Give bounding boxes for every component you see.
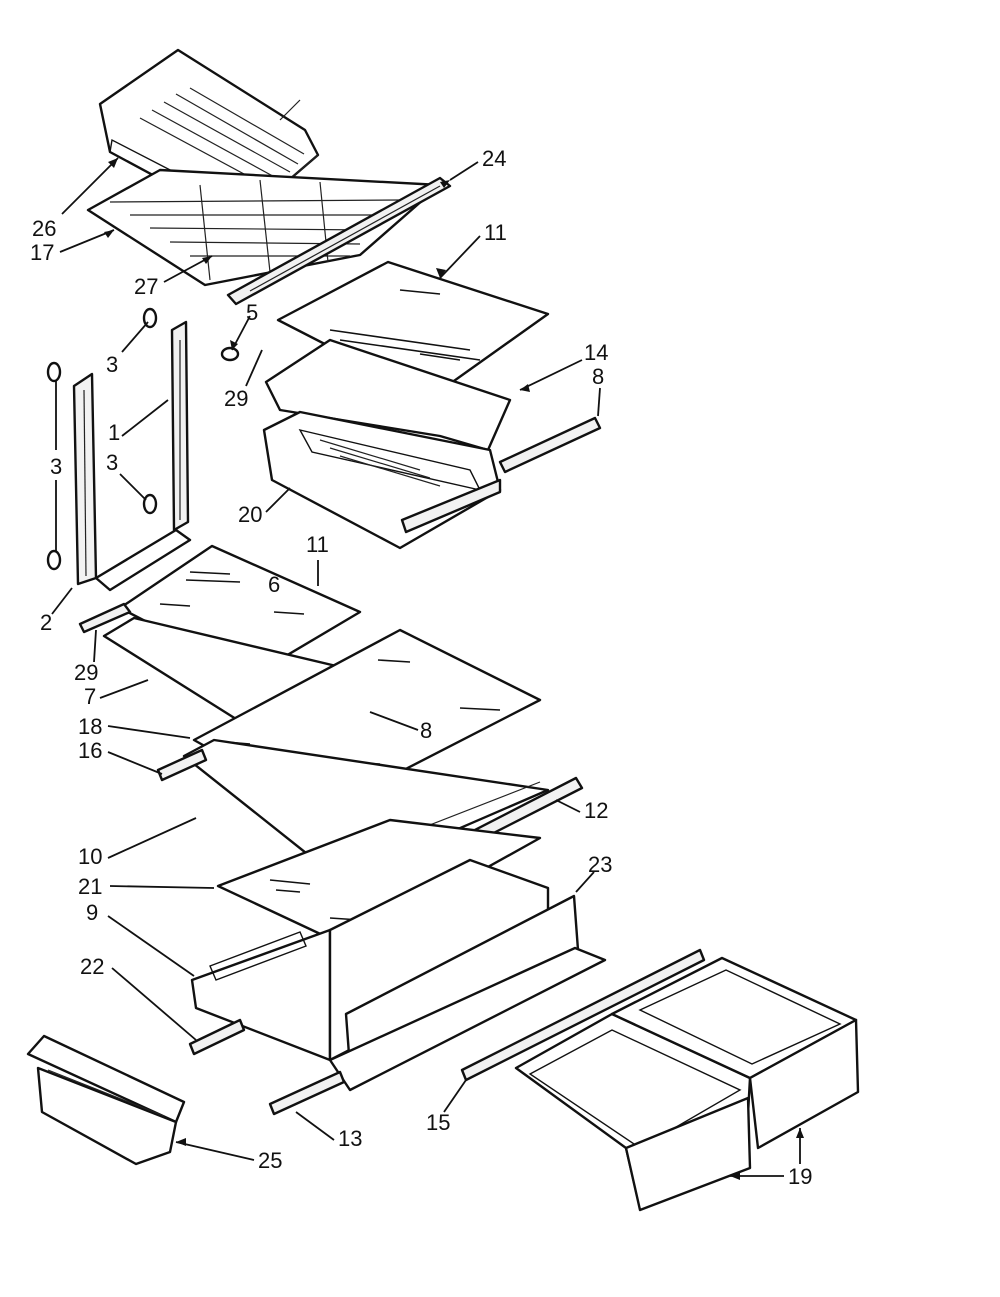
callout-22: 22 <box>80 954 104 979</box>
door-bin <box>26 1034 186 1166</box>
callout-20: 20 <box>238 502 262 527</box>
callout-18: 18 <box>78 714 102 739</box>
callout-9: 9 <box>86 900 98 925</box>
leader-lines <box>51 157 804 1180</box>
shelf-ladder-rails <box>46 307 240 592</box>
callout-1: 1 <box>108 420 120 445</box>
callout-7: 7 <box>84 684 96 709</box>
callout-24: 24 <box>482 146 506 171</box>
callout-3-lower: 3 <box>106 450 118 475</box>
callout-15: 15 <box>426 1110 450 1135</box>
callout-19: 19 <box>788 1164 812 1189</box>
callout-6: 6 <box>268 572 280 597</box>
callout-25: 25 <box>258 1148 282 1173</box>
meat-drawer-assembly <box>262 338 602 550</box>
callout-17: 17 <box>30 240 54 265</box>
crisper-cover-assembly <box>188 818 607 1116</box>
callout-10: 10 <box>78 844 102 869</box>
callout-16: 16 <box>78 738 102 763</box>
callout-11-middle: 11 <box>306 532 329 557</box>
callout-27: 27 <box>134 274 158 299</box>
callout-26: 26 <box>32 216 56 241</box>
shelf-rail-24 <box>226 176 452 306</box>
callout-29-lower: 29 <box>74 660 98 685</box>
callout-3-left: 3 <box>50 454 62 479</box>
callout-11-upper: 11 <box>484 220 507 245</box>
callout-21: 21 <box>78 874 102 899</box>
callout-labels: 26 17 24 27 11 5 3 29 14 8 1 3 3 20 11 6… <box>30 146 812 1189</box>
callout-8-upper: 8 <box>592 364 604 389</box>
callout-14: 14 <box>584 340 608 365</box>
callout-29-upper: 29 <box>224 386 248 411</box>
callout-8-middle: 8 <box>420 718 432 743</box>
callout-2: 2 <box>40 610 52 635</box>
callout-12: 12 <box>584 798 608 823</box>
crisper-drawers <box>460 948 860 1212</box>
callout-3-upper: 3 <box>106 352 118 377</box>
callout-13: 13 <box>338 1126 362 1151</box>
